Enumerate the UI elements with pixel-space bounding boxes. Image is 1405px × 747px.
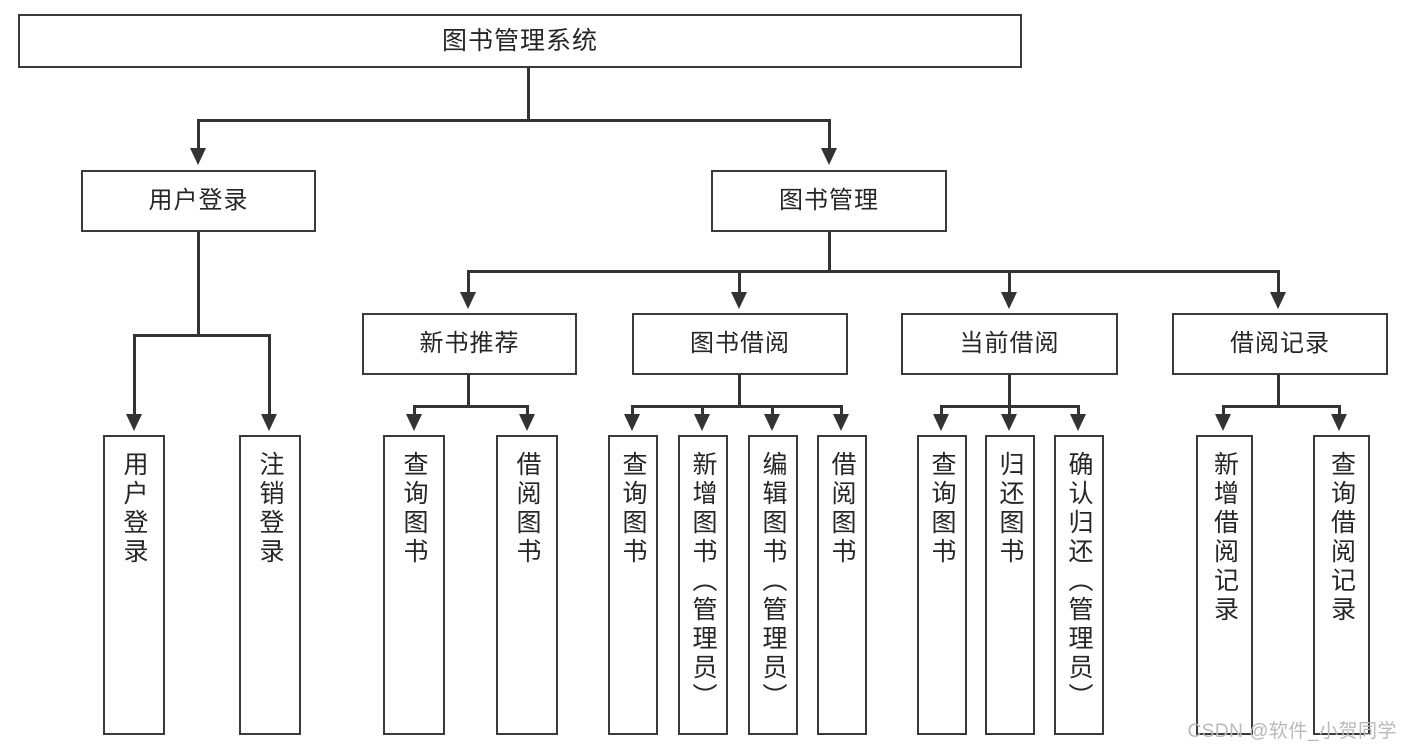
connector-root-to-book-management xyxy=(828,119,831,151)
arrowhead-leaf-return-book xyxy=(1001,414,1017,431)
node-label: 新增图书（管理员） xyxy=(689,451,717,712)
node-label: 查询图书 xyxy=(400,451,428,567)
connector-br-leaf2 xyxy=(1338,405,1341,417)
arrowhead-leaf-user-login xyxy=(126,414,142,431)
node-user-login[interactable]: 用户登录 xyxy=(81,170,316,232)
node-book-management[interactable]: 图书管理 xyxy=(711,170,947,232)
connector-cb-leaf3 xyxy=(1077,405,1080,417)
arrowhead-leaf-logout xyxy=(261,414,277,431)
connector-bb-leaf4 xyxy=(840,405,843,417)
node-label: 确认归还（管理员） xyxy=(1065,451,1093,712)
node-label: 借阅图书 xyxy=(513,451,541,567)
connector-nbr-leaf1 xyxy=(413,405,416,417)
connector-nbr-leaf2 xyxy=(526,405,529,417)
connector-current-borrow-stem xyxy=(1008,375,1011,407)
node-label: 用户登录 xyxy=(120,451,148,567)
connector-root-to-user-login xyxy=(197,119,200,151)
connector-new-book-recommend-stem xyxy=(467,375,470,407)
connector-br-leaf1 xyxy=(1222,405,1225,417)
connector-book-borrow-bus xyxy=(631,405,843,408)
connector-book-management-bus xyxy=(467,270,1280,273)
node-label: 借阅记录 xyxy=(1230,330,1330,358)
connector-to-book-borrow xyxy=(738,270,741,294)
node-label: 查询图书 xyxy=(928,451,956,567)
connector-new-book-recommend-bus xyxy=(413,405,529,408)
connector-cb-leaf2 xyxy=(1008,405,1011,417)
arrowhead-leaf-query-record xyxy=(1331,414,1347,431)
leaf-return-book[interactable]: 归还图书 xyxy=(985,435,1035,735)
connector-root-stem xyxy=(527,68,530,120)
connector-user-login-leaf2 xyxy=(268,334,271,416)
node-label: 编辑图书（管理员） xyxy=(759,451,787,712)
connector-to-new-book-recommend xyxy=(467,270,470,294)
leaf-confirm-return-admin[interactable]: 确认归还（管理员） xyxy=(1054,435,1104,735)
arrowhead-leaf-edit-book xyxy=(764,414,780,431)
connector-book-management-stem xyxy=(828,232,831,272)
connector-user-login-bus xyxy=(133,334,271,337)
node-label: 新增借阅记录 xyxy=(1210,451,1239,625)
arrowhead-leaf-add-book xyxy=(694,414,710,431)
leaf-add-book-admin[interactable]: 新增图书（管理员） xyxy=(678,435,728,735)
arrowhead-leaf-confirm-return xyxy=(1070,414,1086,431)
leaf-query-borrow-record[interactable]: 查询借阅记录 xyxy=(1313,435,1370,735)
node-label: 归还图书 xyxy=(996,451,1024,567)
arrowhead-leaf-borrow-book-nbr xyxy=(519,414,535,431)
node-new-book-recommend[interactable]: 新书推荐 xyxy=(362,313,577,375)
arrowhead-new-book-recommend xyxy=(460,292,476,309)
leaf-add-borrow-record[interactable]: 新增借阅记录 xyxy=(1196,435,1253,735)
connector-cb-leaf1 xyxy=(940,405,943,417)
leaf-query-book-borrow[interactable]: 查询图书 xyxy=(608,435,658,735)
connector-user-login-leaf1 xyxy=(133,334,136,416)
leaf-edit-book-admin[interactable]: 编辑图书（管理员） xyxy=(748,435,798,735)
node-label: 图书借阅 xyxy=(690,330,790,358)
connector-borrow-record-stem xyxy=(1277,375,1280,407)
node-label: 当前借阅 xyxy=(959,330,1060,358)
arrowhead-leaf-query-book-bb xyxy=(624,414,640,431)
arrowhead-leaf-add-record xyxy=(1215,414,1231,431)
connector-bb-leaf3 xyxy=(771,405,774,417)
node-label: 图书管理系统 xyxy=(441,26,598,55)
connector-to-current-borrow xyxy=(1008,270,1011,294)
node-root-book-management-system[interactable]: 图书管理系统 xyxy=(18,14,1022,68)
arrowhead-leaf-query-book-nbr xyxy=(406,414,422,431)
arrowhead-leaf-query-book-cb xyxy=(933,414,949,431)
leaf-logout[interactable]: 注销登录 xyxy=(239,435,301,735)
leaf-query-book-new-recommend[interactable]: 查询图书 xyxy=(383,435,445,735)
node-label: 注销登录 xyxy=(256,451,284,567)
connector-bb-leaf1 xyxy=(631,405,634,417)
node-label: 借阅图书 xyxy=(828,451,856,567)
arrowhead-book-management xyxy=(821,148,837,165)
leaf-user-login[interactable]: 用户登录 xyxy=(103,435,165,735)
node-book-borrow[interactable]: 图书借阅 xyxy=(632,313,848,375)
node-label: 新书推荐 xyxy=(419,330,520,358)
leaf-borrow-book-new-recommend[interactable]: 借阅图书 xyxy=(496,435,558,735)
arrowhead-user-login xyxy=(190,148,206,165)
node-label: 用户登录 xyxy=(148,187,249,215)
arrowhead-book-borrow xyxy=(731,292,747,309)
node-label: 查询借阅记录 xyxy=(1327,451,1356,625)
node-borrow-record[interactable]: 借阅记录 xyxy=(1172,313,1388,375)
connector-root-bus xyxy=(197,119,831,122)
node-label: 查询图书 xyxy=(619,451,647,567)
csdn-watermark: CSDN @软件_小贺同学 xyxy=(1187,721,1397,742)
connector-bb-leaf2 xyxy=(701,405,704,417)
arrowhead-leaf-borrow-book-bb xyxy=(833,414,849,431)
connector-borrow-record-bus xyxy=(1222,405,1340,408)
connector-book-borrow-stem xyxy=(738,375,741,407)
arrowhead-borrow-record xyxy=(1270,292,1286,309)
node-current-borrow[interactable]: 当前借阅 xyxy=(901,313,1118,375)
leaf-borrow-book[interactable]: 借阅图书 xyxy=(817,435,867,735)
arrowhead-current-borrow xyxy=(1001,292,1017,309)
leaf-query-book-current[interactable]: 查询图书 xyxy=(917,435,967,735)
connector-to-borrow-record xyxy=(1277,270,1280,294)
connector-user-login-stem xyxy=(197,232,200,336)
node-label: 图书管理 xyxy=(779,187,879,215)
